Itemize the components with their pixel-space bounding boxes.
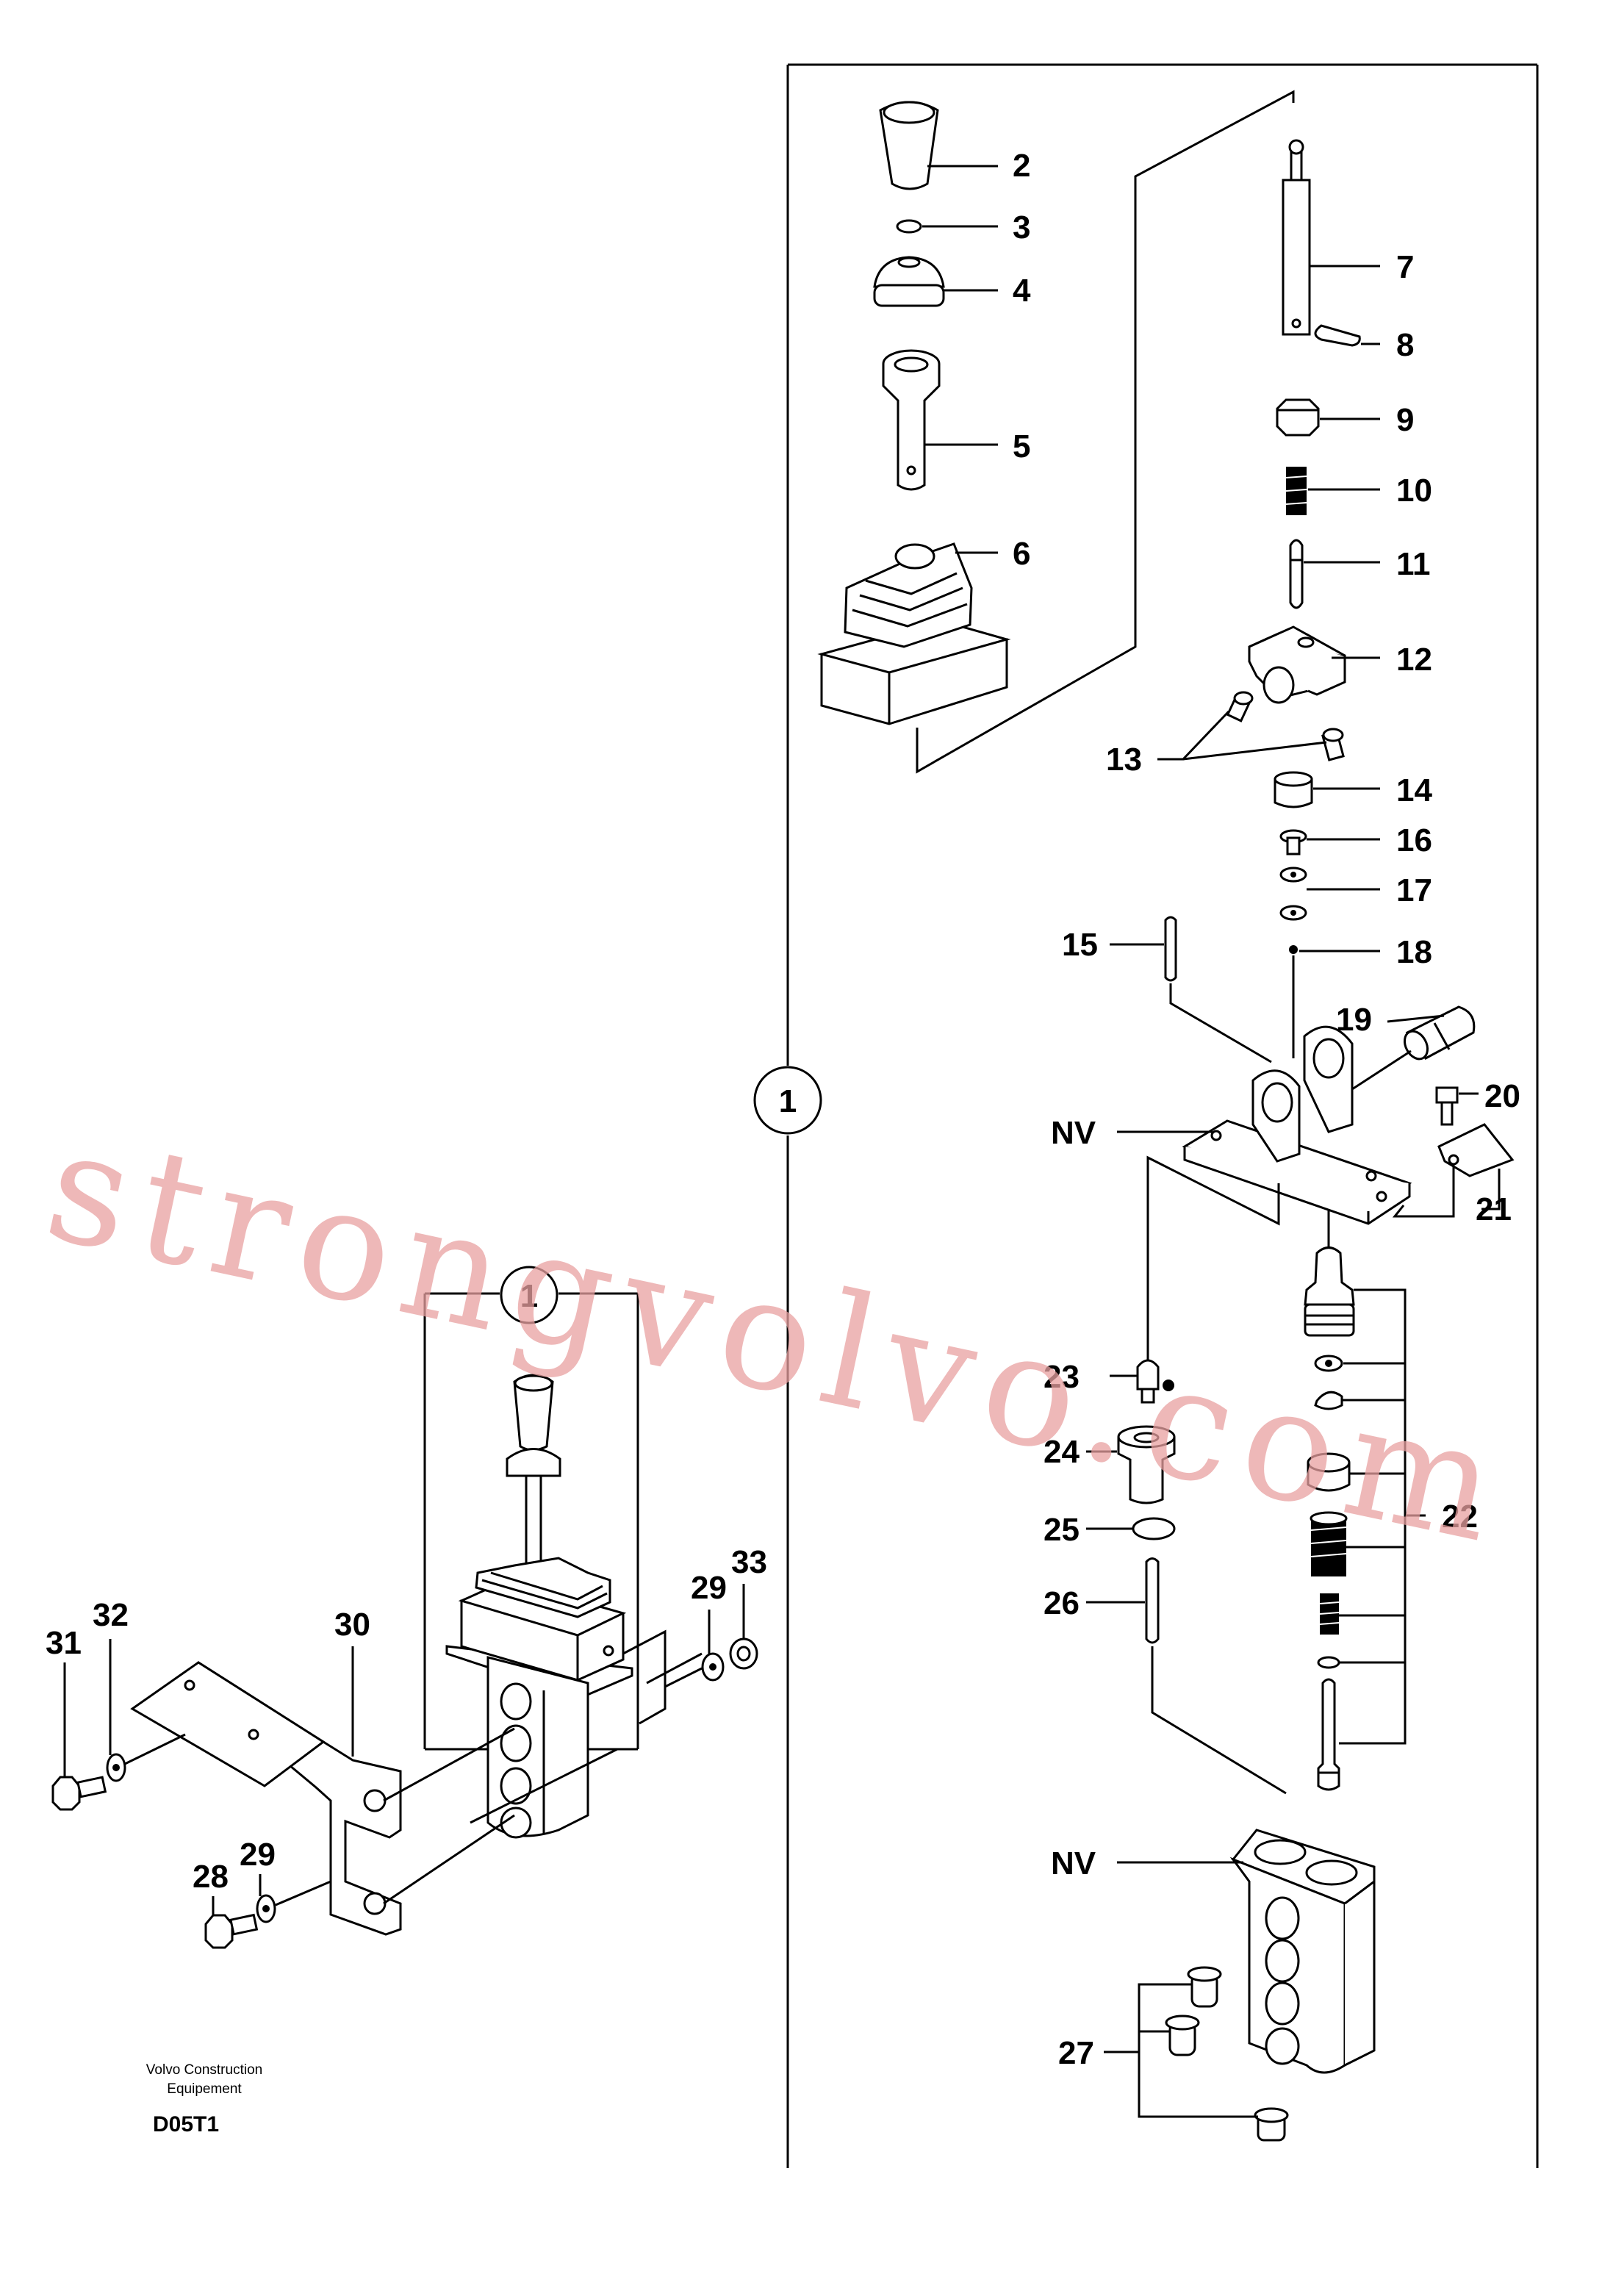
label-29-upper: 29 — [691, 1570, 727, 1606]
label-17: 17 — [1396, 872, 1432, 908]
part-fitting-27b[interactable] — [1165, 2015, 1200, 2056]
label-33: 33 — [731, 1544, 767, 1580]
label-28: 28 — [193, 1859, 229, 1895]
label-16: 16 — [1396, 822, 1432, 858]
figure-code: D05T1 — [153, 2112, 219, 2137]
label-15: 15 — [1062, 927, 1098, 963]
label-24: 24 — [1044, 1434, 1080, 1470]
part-o-ring-3[interactable] — [896, 219, 922, 234]
part-fitting-27a[interactable] — [1187, 1966, 1222, 2008]
part-pin-15[interactable] — [1164, 916, 1177, 982]
label-23: 23 — [1044, 1359, 1080, 1395]
part-bolt-20[interactable] — [1435, 1086, 1459, 1126]
label-5: 5 — [1013, 428, 1030, 464]
label-13: 13 — [1106, 742, 1142, 778]
part-bracket-30[interactable] — [130, 1661, 402, 1936]
part-valve-body[interactable] — [1229, 1829, 1376, 2074]
part-joystick-assembly[interactable] — [445, 1374, 633, 1839]
label-11: 11 — [1396, 546, 1431, 582]
label-21: 21 — [1476, 1191, 1512, 1227]
label-14: 14 — [1396, 772, 1432, 808]
label-8: 8 — [1396, 327, 1414, 363]
part-roller[interactable] — [1400, 1005, 1476, 1063]
label-20: 20 — [1484, 1078, 1520, 1114]
label-2: 2 — [1013, 148, 1030, 184]
label-26: 26 — [1044, 1585, 1080, 1621]
part-plug-23[interactable] — [1136, 1359, 1174, 1404]
part-washers-17[interactable] — [1279, 867, 1307, 921]
part-cap[interactable] — [873, 256, 945, 307]
label-6: 6 — [1013, 536, 1030, 572]
part-rod[interactable] — [1282, 139, 1311, 336]
part-nut[interactable] — [1276, 398, 1320, 437]
assembly-frame — [423, 1292, 639, 1751]
exploded-view-frame — [786, 63, 1539, 2168]
part-bolt-31[interactable] — [51, 1776, 107, 1811]
part-nut-33[interactable] — [729, 1637, 758, 1670]
part-fitting-27c[interactable] — [1254, 2107, 1289, 2142]
part-plug-14[interactable] — [1274, 771, 1313, 808]
part-o-ring-25[interactable] — [1132, 1517, 1176, 1540]
label-18: 18 — [1396, 934, 1432, 970]
label-32: 32 — [93, 1597, 129, 1633]
part-pin-26[interactable] — [1145, 1557, 1160, 1644]
label-3: 3 — [1013, 209, 1030, 245]
part-sleeve-24[interactable] — [1117, 1425, 1176, 1504]
part-base-plate[interactable] — [1182, 1025, 1412, 1225]
part-pin-16[interactable] — [1279, 829, 1307, 855]
detail-callout-main[interactable]: 1 — [753, 1066, 822, 1135]
part-boot[interactable] — [817, 542, 1011, 725]
publisher-line-2: Equipement — [167, 2081, 242, 2097]
label-10: 10 — [1396, 473, 1432, 509]
part-sleeve[interactable] — [882, 349, 941, 491]
part-spring-10[interactable] — [1285, 467, 1307, 515]
part-knob[interactable] — [879, 101, 939, 190]
part-pin-11[interactable] — [1289, 539, 1304, 609]
part-bolt-28[interactable] — [204, 1913, 259, 1949]
label-12: 12 — [1396, 642, 1432, 678]
publisher-line-1: Volvo Construction — [146, 2062, 262, 2078]
label-27: 27 — [1058, 2035, 1094, 2071]
part-screw-13a[interactable] — [1226, 691, 1254, 722]
detail-callout-assembly-label: 1 — [520, 1278, 538, 1314]
part-clip[interactable] — [1314, 324, 1361, 347]
label-22: 22 — [1442, 1499, 1478, 1535]
detail-callout-main-label: 1 — [779, 1083, 797, 1119]
label-nv-bottom: NV — [1051, 1845, 1096, 1881]
part-yoke[interactable] — [1248, 625, 1346, 704]
label-31: 31 — [46, 1625, 82, 1661]
label-9: 9 — [1396, 402, 1414, 438]
label-4: 4 — [1013, 273, 1031, 309]
label-7: 7 — [1396, 249, 1414, 285]
detail-callout-assembly[interactable]: 1 — [500, 1266, 558, 1324]
label-25: 25 — [1044, 1512, 1080, 1548]
part-ball-18[interactable] — [1289, 945, 1298, 954]
part-plate-21[interactable] — [1437, 1123, 1515, 1177]
part-screw-13b[interactable] — [1321, 728, 1345, 761]
label-nv-top: NV — [1051, 1115, 1096, 1151]
label-29-lower: 29 — [240, 1837, 276, 1873]
label-30: 30 — [334, 1607, 370, 1643]
part-spool-group[interactable] — [1304, 1246, 1355, 1791]
